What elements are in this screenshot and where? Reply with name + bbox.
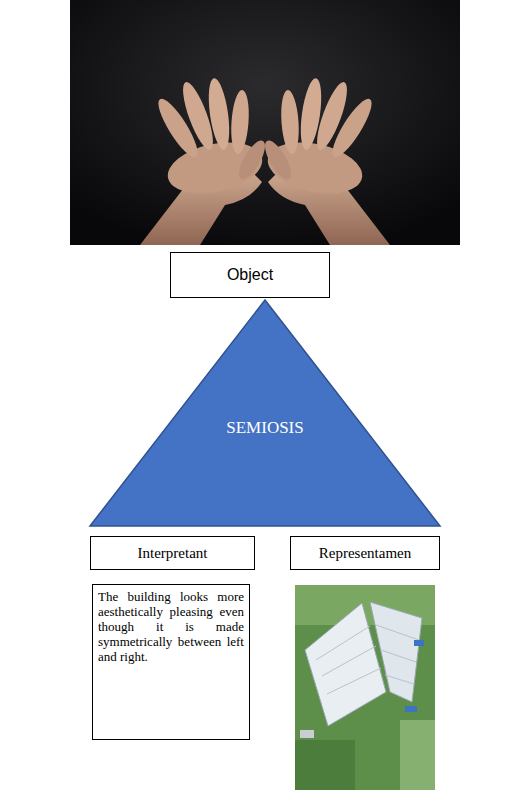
triangle-outline (90, 300, 440, 526)
interpretant-note-box: The building looks more aesthetically pl… (92, 584, 250, 740)
triangle-shape (88, 298, 442, 528)
box-label: Object (227, 265, 273, 284)
box-label: Representamen (319, 544, 411, 562)
semiosis-triangle: SEMIOSIS (88, 298, 442, 528)
note-text: The building looks more aesthetically pl… (98, 590, 244, 665)
box-label: Interpretant (138, 544, 208, 562)
cupped-hands-photo (70, 0, 460, 245)
interpretant-box: Interpretant (90, 536, 255, 570)
representamen-box: Representamen (290, 536, 440, 570)
aerial-building-photo (295, 585, 435, 790)
object-box: Object (170, 252, 330, 298)
triangle-label: SEMIOSIS (226, 418, 303, 438)
